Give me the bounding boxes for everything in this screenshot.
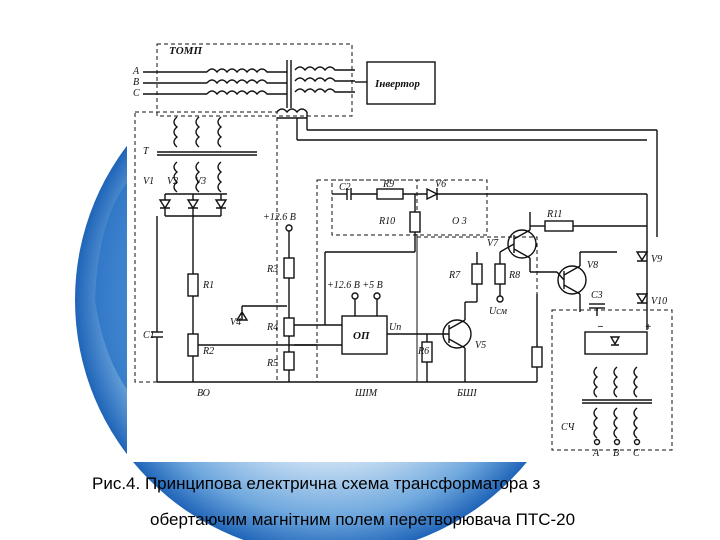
transformer-t-label: T (143, 146, 150, 157)
transformer-t-coils (157, 116, 257, 193)
r10-resistor (409, 211, 421, 233)
tomp-block (156, 43, 353, 117)
un-label: Uп (389, 322, 401, 333)
invertor-label: Інвертор (374, 78, 420, 90)
phase-b-label: B (133, 77, 139, 88)
r8-label: R8 (508, 270, 520, 281)
r1-resistor (187, 273, 199, 297)
figure-caption-line-2: обертаючим магнітним полем перетворювача… (150, 510, 576, 529)
v7-label: V7 (487, 238, 499, 249)
r10-label: R10 (378, 216, 395, 227)
r7-label: R7 (448, 270, 461, 281)
phase-c-label: C (133, 88, 140, 99)
c3-label: C3 (591, 290, 603, 301)
sch-plus-label: + (645, 321, 651, 333)
r6-label: R6 (417, 346, 429, 357)
sch-out-c-label: C (633, 448, 640, 459)
v1-label: V1 (143, 176, 154, 187)
r1-label: R1 (202, 280, 214, 291)
shim-label: ШІМ (354, 388, 378, 399)
tomp-secondary-coils (294, 66, 355, 94)
r5-resistor (283, 351, 295, 371)
r5-label: R5 (266, 358, 278, 369)
v9-label: V9 (651, 254, 662, 265)
r2-resistor (187, 333, 199, 357)
sch-label: СЧ (561, 422, 576, 433)
feedback-dashed-block (331, 179, 488, 236)
v2-label: V2 (167, 176, 178, 187)
sch-out-b-label: B (613, 448, 619, 459)
r9-resistor (376, 188, 404, 200)
v4-label: V4 (230, 317, 241, 328)
supply-op-label: +12.6 B +5 B (327, 280, 383, 291)
r4-resistor (283, 317, 295, 337)
oz-label: O 3 (452, 216, 467, 227)
v5-label: V5 (475, 340, 486, 351)
r3-label: R3 (266, 264, 278, 275)
op-amp-block (341, 315, 388, 355)
r11-label: R11 (546, 209, 562, 220)
invertor-block (366, 61, 436, 105)
r4-label: R4 (266, 322, 278, 333)
sch-coils (582, 366, 652, 439)
v8-transistor (557, 265, 587, 295)
v6-label: V6 (435, 179, 446, 190)
ucm-label: Uсм (489, 306, 508, 317)
bo-label: ВО (197, 388, 210, 399)
tomp-primary-coils (206, 68, 287, 96)
r7-resistor (471, 263, 483, 285)
r9-label: R9 (382, 179, 394, 190)
v8-label: V8 (587, 260, 598, 271)
supply-12-6-label: +12.6 B (263, 212, 296, 223)
rectifier-diodes (158, 193, 228, 217)
v10-label: V10 (651, 296, 667, 307)
sch-minus-label: − (597, 321, 604, 333)
c2-label: C2 (339, 182, 351, 193)
sch-block (551, 309, 673, 451)
c1-label: C1 (143, 330, 155, 341)
v7-transistor (507, 229, 537, 259)
figure-caption-line-1: Рис.4. Принципова електрична схема транс… (92, 474, 541, 493)
bshi-label: БШІ (456, 388, 477, 399)
phase-a-label: A (132, 66, 140, 77)
sch-out-a-label: A (592, 448, 600, 459)
r8-resistor (494, 263, 506, 285)
r3-resistor (283, 257, 295, 279)
r2-label: R2 (202, 346, 214, 357)
r11-resistor (544, 220, 574, 232)
v3-label: V3 (195, 176, 206, 187)
op-amp-label: ОП (353, 330, 370, 342)
circuit-schematic: ТОМП A B C Інвертор T V1 V2 V3 (127, 12, 695, 462)
tomp-label: ТОМП (169, 45, 202, 57)
